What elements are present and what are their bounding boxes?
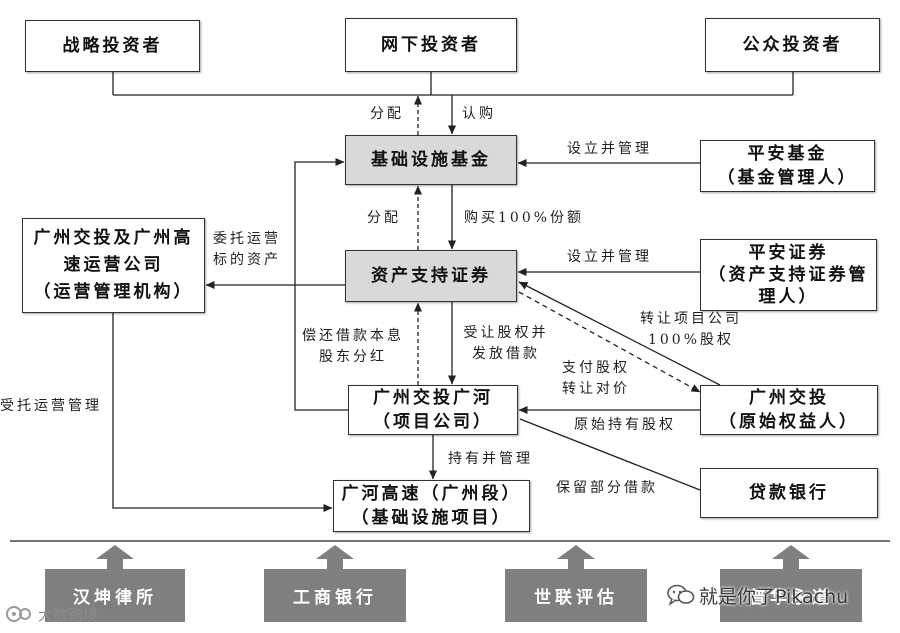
service-provider-auditor: 普华永道 xyxy=(720,569,862,622)
entrust-assets-line2: 标的资产 xyxy=(213,252,281,268)
repay-dividend-label: 偿还借款本息 股东分红 xyxy=(299,326,407,368)
pay-consideration-label: 支付股权 转让对价 xyxy=(556,358,636,400)
subscription-label: 认购 xyxy=(462,106,496,122)
wechat-icon xyxy=(667,584,695,606)
transfer-equity-label: 转让项目公司 100%股权 xyxy=(638,309,744,351)
transfer-equity-line2: 100%股权 xyxy=(647,332,735,348)
service-provider-law-firm: 汉坤律所 xyxy=(45,569,185,622)
pay-consideration-line1: 支付股权 xyxy=(562,360,630,376)
fund-manager-name: 平安基金 xyxy=(747,144,828,164)
asset-backed-securities-label: 资产支持证券 xyxy=(371,266,491,286)
hold-and-manage-label: 持有并管理 xyxy=(448,451,533,467)
strategic-investors-box: 战略投资者 xyxy=(25,20,200,72)
buy-units-label: 购买100%份额 xyxy=(464,210,585,226)
operating-manager-line2: 速运营公司 xyxy=(63,255,164,275)
abs-manager-role-line2: 理人） xyxy=(758,287,819,307)
operating-manager-role: （运营管理机构） xyxy=(33,282,194,302)
sponsor-box: 广州交投 （原始权益人） xyxy=(700,385,878,435)
abs-manager-box: 平安证券 （资产支持证券管 理人） xyxy=(700,239,877,311)
up-arrow-icon xyxy=(316,545,354,570)
operating-manager-box: 广州交投及广州高 速运营公司 （运营管理机构） xyxy=(22,218,205,313)
up-arrow-icon xyxy=(96,545,134,570)
offline-investors-box: 网下投资者 xyxy=(345,18,517,72)
service-provider-appraiser: 世联评估 xyxy=(505,569,647,622)
fund-setup-label: 设立并管理 xyxy=(567,141,652,157)
repay-dividend-line1: 偿还借款本息 xyxy=(302,328,404,344)
service-provider-bank: 工商银行 xyxy=(264,569,406,622)
abs-setup-label: 设立并管理 xyxy=(567,249,652,265)
distribution-to-fund-label: 分配 xyxy=(367,210,401,226)
pay-consideration-line2: 转让对价 xyxy=(562,381,630,397)
offline-investors-label: 网下投资者 xyxy=(381,35,481,55)
strategic-investors-label: 战略投资者 xyxy=(62,36,163,56)
up-arrow-icon xyxy=(772,545,810,570)
asset-backed-securities-box: 资产支持证券 xyxy=(345,250,517,302)
original-holding-label: 原始持有股权 xyxy=(574,417,676,433)
infrastructure-project-name: 广河高速（广州段） xyxy=(341,484,522,504)
sponsor-name: 广州交投 xyxy=(749,388,829,408)
watermark-bottom-left: 大数跨境 xyxy=(38,606,99,624)
fund-manager-role: （基金管理人） xyxy=(717,168,858,188)
provider-arrows xyxy=(96,545,810,570)
fund-manager-box: 平安基金 （基金管理人） xyxy=(700,140,875,192)
acquire-lend-line2: 发放借款 xyxy=(472,346,540,362)
entrust-assets-line1: 委托运营 xyxy=(213,231,281,247)
repay-dividend-line2: 股东分红 xyxy=(319,349,387,365)
transfer-equity-line1: 转让项目公司 xyxy=(640,311,742,327)
project-company-box: 广州交投广河 （项目公司） xyxy=(348,385,518,435)
sponsor-role: （原始权益人） xyxy=(719,412,859,432)
acquire-lend-label: 受让股权并 发放借款 xyxy=(461,323,551,365)
project-company-name: 广州交投广河 xyxy=(373,388,493,408)
transfer-equity-arrow xyxy=(518,281,721,386)
infrastructure-project-role: （基础设施项目） xyxy=(351,508,512,528)
infrastructure-project-box: 广河高速（广州段） （基础设施项目） xyxy=(333,480,530,532)
infrastructure-fund-label: 基础设施基金 xyxy=(371,150,491,170)
entrusted-operation-label: 受托运营管理 xyxy=(0,398,102,414)
pay-consideration-arrow xyxy=(518,291,701,393)
distribution-to-investors-label: 分配 xyxy=(370,106,404,122)
public-investors-box: 公众投资者 xyxy=(705,18,880,72)
lending-bank-box: 贷款银行 xyxy=(700,468,878,518)
retained-loan-label: 保留部分借款 xyxy=(556,480,658,496)
project-company-role: （项目公司） xyxy=(373,412,493,432)
abs-manager-name: 平安证券 xyxy=(748,243,829,263)
infrastructure-fund-box: 基础设施基金 xyxy=(345,135,517,185)
entrust-assets-label: 委托运营 标的资产 xyxy=(210,229,284,271)
lending-bank-label: 贷款银行 xyxy=(749,483,829,503)
up-arrow-icon xyxy=(557,545,595,570)
entrusted-operation-path xyxy=(112,313,333,513)
watermark-bottom-right: 就是你了Pikachu xyxy=(699,586,849,608)
abs-manager-role-line1: （资产支持证券管 xyxy=(708,265,869,285)
public-investors-label: 公众投资者 xyxy=(742,35,843,55)
operating-manager-line1: 广州交投及广州高 xyxy=(33,228,194,248)
brand-logo-icon xyxy=(6,606,31,622)
acquire-lend-line1: 受让股权并 xyxy=(463,325,549,341)
project-to-fund-path xyxy=(294,157,348,411)
retained-loan-line xyxy=(519,418,701,491)
